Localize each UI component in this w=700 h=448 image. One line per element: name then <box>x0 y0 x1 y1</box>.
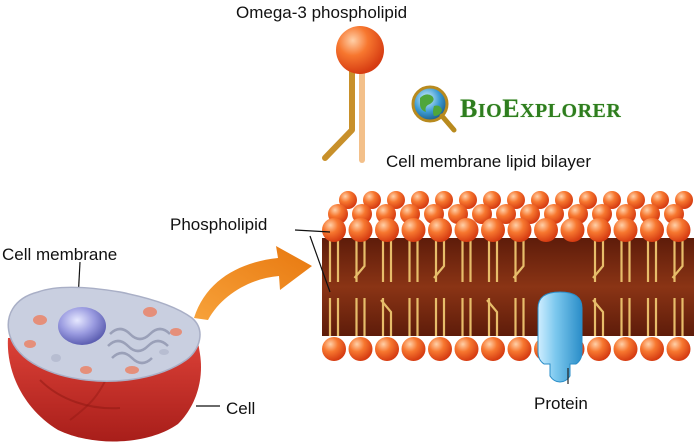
omega3-molecule <box>322 26 384 163</box>
cell-membrane-label: Cell membrane <box>2 245 118 264</box>
lipid-head <box>348 337 373 361</box>
lipid-head <box>375 218 399 242</box>
lipid-head <box>666 218 691 242</box>
membrane-protein <box>537 291 583 384</box>
lipid-head <box>411 191 429 209</box>
phospholipid-label: Phospholipid <box>170 215 268 234</box>
lipid-head <box>348 218 373 242</box>
bioexplorer-logo: BIOEXPLORER <box>410 84 630 134</box>
lipid-head <box>507 191 525 209</box>
lipid-head <box>613 337 638 361</box>
lipid-head <box>627 191 645 209</box>
lipid-head <box>481 337 505 361</box>
lipid-head <box>428 337 452 361</box>
lipid-head <box>401 337 426 361</box>
lipid-head <box>640 337 664 361</box>
lipid-head <box>587 337 611 361</box>
lipid-head <box>375 337 399 361</box>
lipid-head <box>613 218 638 242</box>
membrane-core <box>322 238 694 336</box>
lipid-head <box>483 191 501 209</box>
logo-text: BIOEXPLORER <box>460 94 622 123</box>
lipid-head <box>322 218 346 242</box>
lipid-head <box>651 191 669 209</box>
lipid-head <box>481 218 505 242</box>
lipid-head <box>520 204 540 224</box>
nucleus <box>58 307 106 345</box>
lipid-head <box>666 337 691 361</box>
cell-illustration <box>7 286 202 442</box>
lipid-head <box>507 218 532 242</box>
lipid-head <box>472 204 492 224</box>
omega3-head <box>336 26 384 74</box>
cell-label: Cell <box>226 399 256 418</box>
lipid-head <box>603 191 621 209</box>
lipid-head <box>507 337 532 361</box>
lipid-head <box>531 191 549 209</box>
lipid-head <box>675 191 693 209</box>
bilayer-title: Cell membrane lipid bilayer <box>386 152 592 171</box>
lipid-head <box>363 191 381 209</box>
protein-label: Protein <box>534 394 588 413</box>
globe-magnifier-icon <box>411 85 457 133</box>
lipid-head <box>579 191 597 209</box>
lipid-head <box>640 218 664 242</box>
lipid-head <box>435 191 453 209</box>
lipid-head <box>534 218 558 242</box>
lipid-head <box>454 337 479 361</box>
lipid-head <box>560 218 585 242</box>
lipid-head <box>387 191 405 209</box>
lipid-head <box>339 191 357 209</box>
lipid-head <box>496 204 516 224</box>
lipid-bilayer <box>322 191 694 361</box>
lipid-head <box>555 191 573 209</box>
pointer-arrow <box>194 246 312 320</box>
lipid-head <box>587 218 611 242</box>
lipid-head <box>401 218 426 242</box>
lipid-head <box>459 191 477 209</box>
lipid-head <box>454 218 479 242</box>
lipid-head <box>322 337 346 361</box>
omega3-phospholipid-label: Omega-3 phospholipid <box>236 3 408 22</box>
lipid-head <box>428 218 452 242</box>
